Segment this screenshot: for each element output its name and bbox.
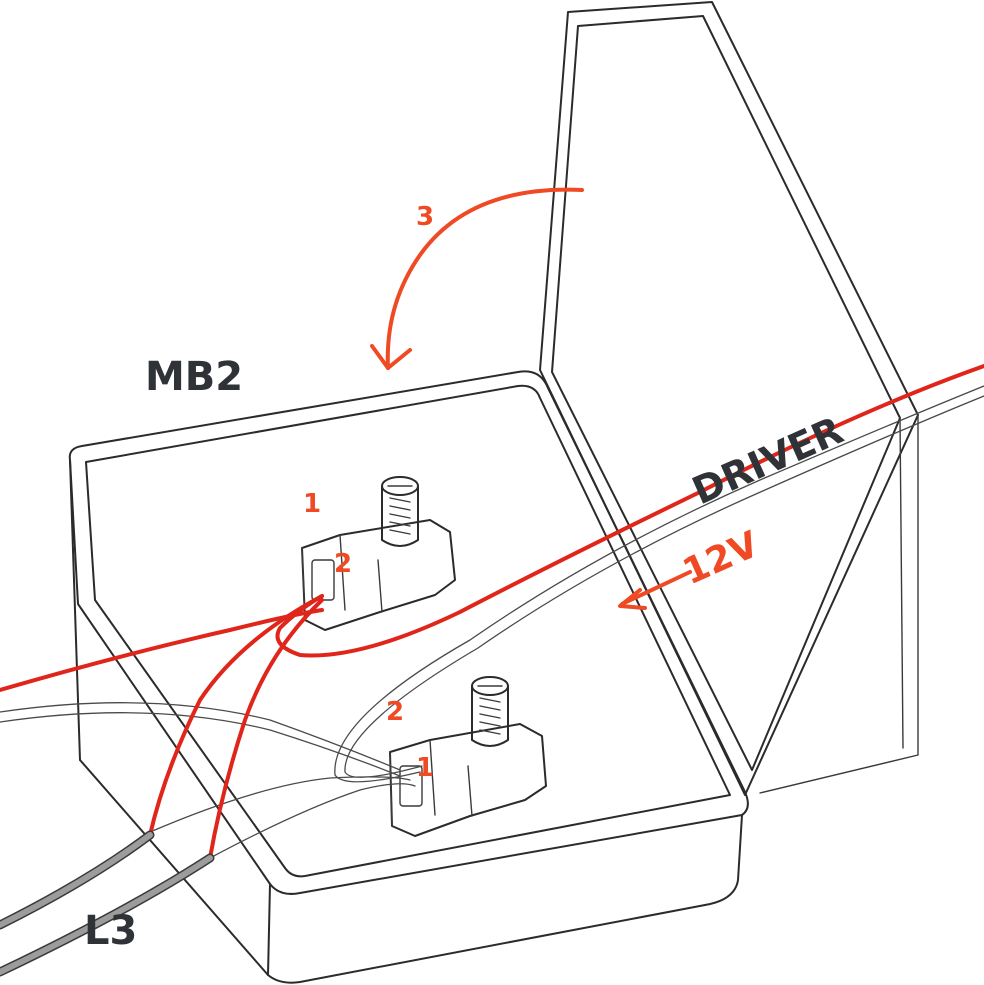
white-wires	[0, 385, 984, 859]
top-connector-port-2: 2	[334, 549, 352, 579]
connector-top	[301, 476, 456, 631]
rotate-arrow-icon	[370, 187, 584, 370]
cable-label: L3	[84, 908, 137, 954]
cable-l3	[0, 830, 215, 977]
box-body	[68, 370, 749, 984]
bottom-connector-port-2: 2	[386, 697, 404, 727]
step-number: 3	[416, 202, 434, 232]
bottom-connector-port-1: 1	[416, 753, 434, 783]
voltage-arrow-icon	[618, 570, 692, 610]
connector-bottom	[389, 676, 547, 837]
box-label: MB2	[145, 354, 243, 400]
top-connector-port-1: 1	[303, 489, 321, 519]
voltage-label: 12V	[677, 524, 765, 593]
red-wires	[0, 364, 984, 860]
box-lid	[539, 1, 919, 796]
driver-label: DRIVER	[686, 408, 850, 513]
